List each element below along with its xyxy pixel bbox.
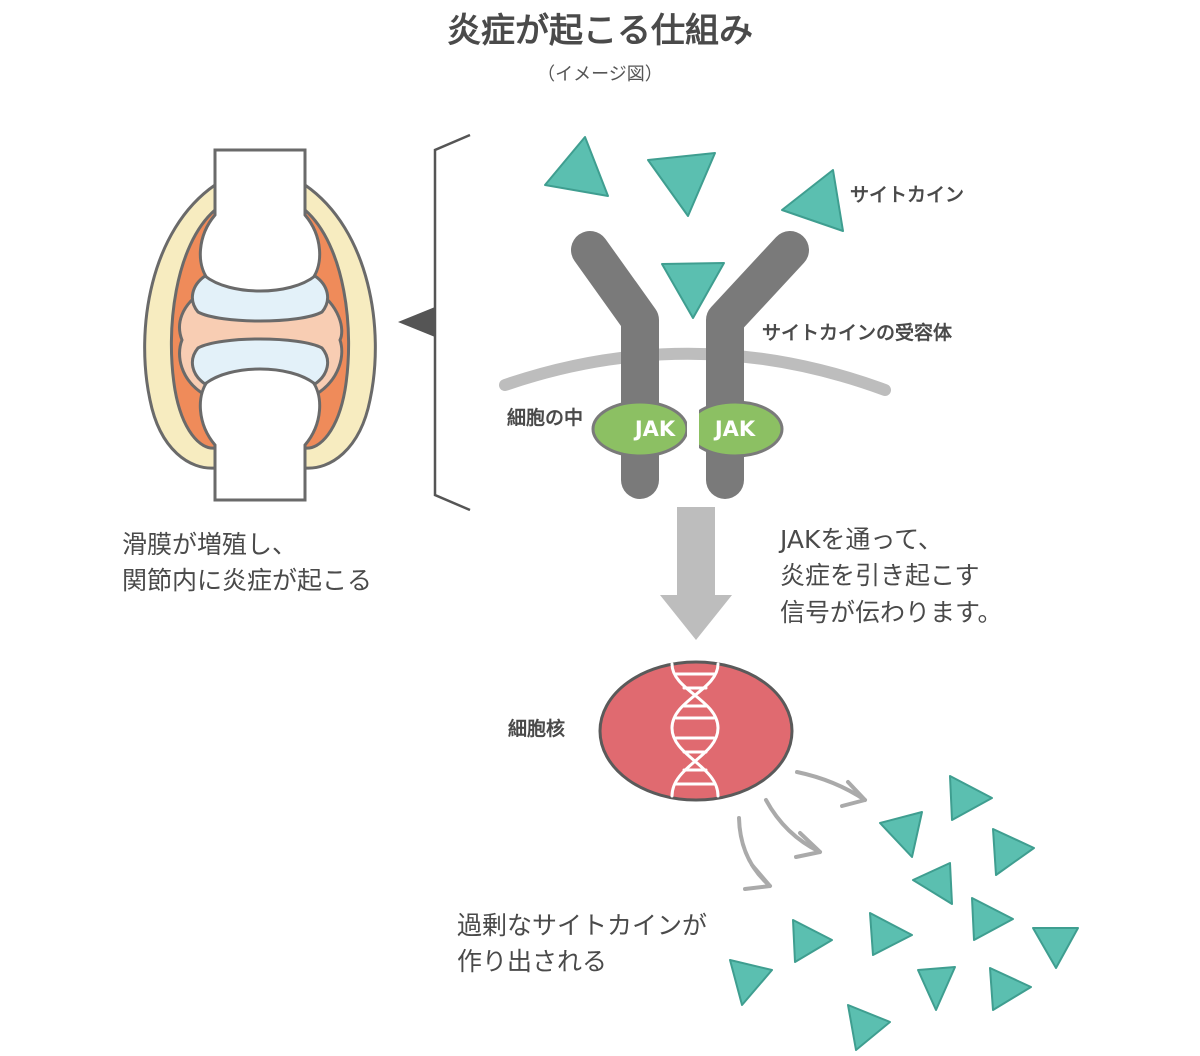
excess-caption-line2: 作り出される xyxy=(457,947,608,977)
cytokine-triangle xyxy=(992,828,1035,876)
signal-arrow-head xyxy=(660,595,732,640)
receptor-label: サイトカインの受容体 xyxy=(762,322,953,344)
cytokine-label: サイトカイン xyxy=(850,184,965,206)
excess-caption: 過剰なサイトカインが 作り出される xyxy=(457,908,707,981)
cytokine-triangle xyxy=(1032,927,1079,969)
excess-caption-line1: 過剰なサイトカインが xyxy=(457,911,708,940)
joint-caption-line2: 関節内に炎症が起こる xyxy=(122,566,373,596)
jak-left-label: JAK xyxy=(634,417,676,441)
dna-icon xyxy=(670,662,720,798)
cytokine-triangle xyxy=(989,967,1032,1011)
signal-caption-line1: JAKを通って、 xyxy=(780,525,943,554)
cytokine-triangle xyxy=(971,897,1014,941)
joint-caption-line1: 滑膜が増殖し、 xyxy=(122,530,298,559)
nucleus-label: 細胞核 xyxy=(508,718,566,740)
cytokine-bound-triangle xyxy=(661,262,725,319)
cytokine-triangle xyxy=(544,136,609,197)
cytokine-triangle xyxy=(879,811,923,858)
release-arrow xyxy=(737,816,772,888)
release-arrow-head xyxy=(840,780,867,808)
signal-caption-line3: 信号が伝わります。 xyxy=(780,597,1003,627)
cell-membrane xyxy=(499,347,891,396)
cell-nucleus xyxy=(598,660,794,802)
jak-right-label: JAK xyxy=(714,417,756,441)
signal-caption-line2: 炎症を引き起こす xyxy=(780,561,980,591)
release-arrows xyxy=(737,770,867,891)
zoom-bracket xyxy=(433,133,471,512)
lower-bone xyxy=(198,363,322,502)
joint-illustration xyxy=(143,148,377,502)
upper-cartilage xyxy=(190,274,330,323)
release-arrow xyxy=(795,770,867,802)
release-arrow-head xyxy=(794,831,822,859)
cytokine-triangle xyxy=(792,919,833,963)
cytokines-excess xyxy=(729,775,1079,1051)
cell-inside-label: 細胞の中 xyxy=(507,407,584,429)
cytokine-triangle xyxy=(847,1004,891,1051)
cytokine-triangle xyxy=(647,152,716,217)
cytokine-triangle xyxy=(912,862,953,905)
joint-caption: 滑膜が増殖し、 関節内に炎症が起こる xyxy=(122,527,372,600)
release-arrow-head xyxy=(743,863,772,891)
page-subtitle: （イメージ図） xyxy=(537,64,663,85)
cytokines-top xyxy=(544,136,844,319)
jak-gap xyxy=(687,395,699,465)
signal-arrow-shaft xyxy=(677,507,715,599)
cytokine-triangle xyxy=(729,959,773,1006)
zoom-pointer xyxy=(398,307,435,337)
page-title: 炎症が起こる仕組み xyxy=(447,11,753,51)
signal-caption: JAKを通って、 炎症を引き起こす 信号が伝わります。 xyxy=(780,522,1003,631)
cytokine-triangle xyxy=(917,966,956,1011)
cytokine-triangle xyxy=(949,775,993,821)
cytokine-triangle xyxy=(781,169,844,232)
lower-cartilage xyxy=(190,337,330,386)
upper-bone xyxy=(198,148,322,297)
cytokine-triangle xyxy=(869,912,913,956)
